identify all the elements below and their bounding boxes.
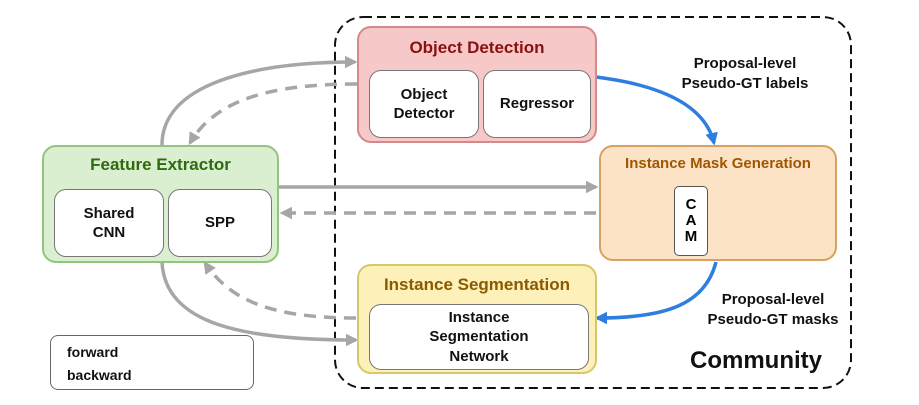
object-detection-box: Object Detection Object Detector Regress… [357, 26, 597, 143]
pseudo-labels-arrow [595, 75, 718, 146]
spp-block: SPP [168, 189, 272, 257]
shared-cnn-block: Shared CNN [54, 189, 164, 257]
instance-mask-generation-title: Instance Mask Generation [625, 155, 811, 172]
feature-extractor-title: Feature Extractor [90, 155, 231, 174]
pseudo-gt-labels-text: Proposal-level Pseudo-GT labels [681, 55, 809, 93]
pseudo-gt-masks-text: Proposal-level Pseudo-GT masks [707, 291, 839, 329]
community-label: Community [690, 347, 822, 374]
pseudo-masks-arrow [594, 261, 718, 325]
community-container-outline [334, 16, 852, 389]
instance-segmentation-title: Instance Segmentation [383, 275, 571, 294]
cam-letter: A [685, 212, 697, 230]
cam-letter: M [684, 227, 698, 245]
instance-segmentation-network-block: Instance Segmentation Network [369, 304, 589, 370]
instance-segmentation-box: Instance Segmentation Instance Segmentat… [357, 264, 597, 374]
feature-extractor-box: Feature Extractor Shared CNN SPP [42, 145, 279, 263]
forward-arrow-to-detection [160, 55, 358, 146]
object-detection-title: Object Detection [409, 38, 545, 57]
legend-forward-label: forward [67, 344, 119, 360]
cam-letter: C [685, 196, 697, 214]
legend-backward-label: backward [67, 367, 132, 383]
forward-arrow-to-segmentation [160, 261, 359, 347]
instance-mask-generation-box: Instance Mask Generation [599, 145, 837, 261]
legend: forward backward [50, 335, 254, 390]
backward-arrow-from-detection [188, 82, 358, 146]
object-detector-block: Object Detector [369, 70, 479, 138]
cam-block: C A M [674, 186, 708, 256]
regressor-block: Regressor [483, 70, 591, 138]
backward-arrow-from-segmentation [203, 260, 357, 320]
